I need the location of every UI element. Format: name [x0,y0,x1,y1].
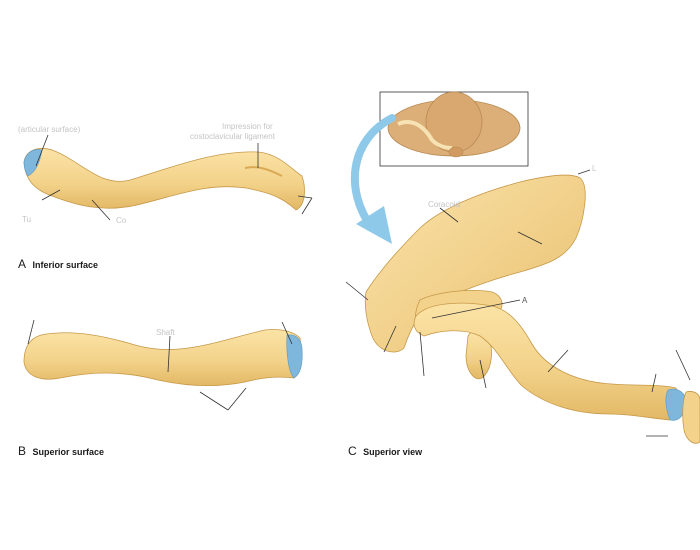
faint-label-conoid: Co [116,216,127,225]
leader-line [281,321,293,345]
faint-label-coracoid: Coracoid [428,200,461,209]
clavicle-superior-bone [23,329,302,387]
arrow-shaft [350,114,396,232]
leader-line [431,299,521,319]
panel-a-title: Inferior surface [32,260,98,270]
leader-line [27,319,35,345]
sternal-articular-surface-superior [286,334,303,379]
clavicle-inferior-view [23,148,305,211]
leader-line [35,134,49,167]
leader-line [167,335,171,373]
leader-line [577,169,591,175]
leader-line [479,359,487,389]
faint-label-impression: Impression for [222,122,273,131]
panel-a-caption: A Inferior surface [18,255,98,273]
panel-a-letter: A [18,257,27,271]
clavicle-inferior-bone [23,148,305,211]
panel-b-leaders [27,319,293,411]
panel-b-title: Superior surface [32,447,104,457]
leader-line [91,199,111,221]
faint-label-costoclavicular: costoclavicular ligament [190,132,275,141]
faint-label-tubercle: Tu [22,215,32,224]
panel-c-title: Superior view [363,447,423,457]
manubrium-fragment [682,391,700,444]
orientation-arrow [350,114,396,244]
leader-line [675,349,691,381]
clavicle-main [413,302,679,421]
faint-label-a-marker: A [522,296,528,305]
leader-line [297,195,313,199]
sternal-articular-surface [665,388,687,421]
faint-label-c-top: L [592,164,597,173]
leader-line [419,331,425,377]
faint-label-shaft: Shaft [156,328,175,337]
inset-clavicle-highlight [397,120,453,150]
sternal-articular-surface-inferior [23,149,43,177]
leader-line [199,391,229,411]
leader-line [345,281,369,301]
conoid-tubercle-shading [244,166,283,177]
leader-line [517,231,543,245]
clavicle-superior-view [23,329,303,387]
leader-line [301,197,313,215]
orientation-inset [379,91,529,167]
leader-line [439,207,459,223]
leader-line [547,349,569,373]
panel-b-letter: B [18,444,27,458]
panel-b-caption: B Superior surface [18,442,104,460]
panel-c-leaders [345,169,691,437]
shoulder-superior-view [364,174,700,444]
leader-line [227,387,247,411]
panel-a-leaders [35,134,313,221]
panel-c-caption: C Superior view [348,442,422,460]
panel-c-letter: C [348,444,357,458]
nose [448,146,464,158]
leader-line [383,325,397,353]
leader-line [41,189,61,201]
leader-line [651,373,657,393]
arrow-head [356,206,392,244]
faint-label-articular: (articular surface) [18,125,81,134]
